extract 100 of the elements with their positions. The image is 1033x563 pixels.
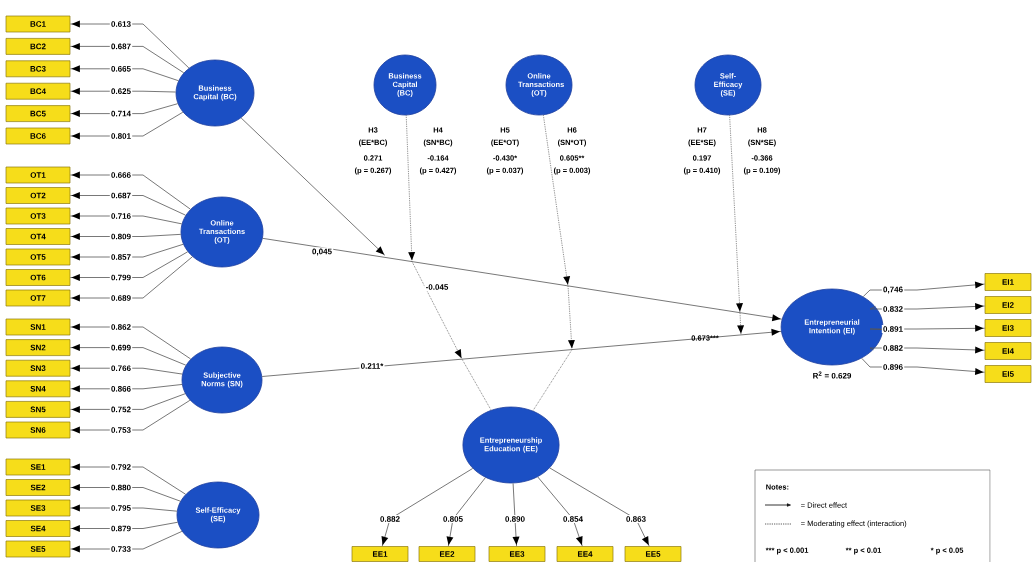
edge-label: -0.045 <box>424 282 450 292</box>
edge-label: 0.880 <box>109 483 133 492</box>
arrow <box>69 364 183 375</box>
edge-label: 0.832 <box>881 304 905 314</box>
edge-label: 0.689 <box>109 293 133 303</box>
arrow <box>69 103 179 118</box>
indicator-box: OT7 <box>5 289 71 307</box>
edge-label: 0.896 <box>881 362 905 372</box>
arrow <box>869 346 986 354</box>
edge-label: 0.805 <box>441 515 465 524</box>
arrow <box>549 467 650 547</box>
indicator-box: SE5 <box>5 540 71 558</box>
indicator-box: BC5 <box>5 105 71 122</box>
edge-label: 0.879 <box>109 524 133 533</box>
arrow <box>69 463 186 495</box>
indicator-box: OT1 <box>5 166 71 184</box>
indicator-box: SN1 <box>5 318 71 336</box>
arrow <box>69 504 178 512</box>
arrow <box>69 192 186 216</box>
arrow <box>869 302 986 310</box>
indicator-box: SN2 <box>5 339 71 356</box>
arrow <box>262 237 783 322</box>
edge-label: 0,746 <box>881 285 905 295</box>
edge-label: 0.666 <box>109 170 133 180</box>
indicator-box: EI5 <box>984 365 1032 383</box>
edge-label: 0.795 <box>109 503 133 513</box>
indicator-box: SN5 <box>5 401 71 418</box>
edge-label: 0.687 <box>109 42 133 51</box>
indicator-box: OT6 <box>5 269 71 286</box>
indicator-box: BC6 <box>5 127 71 145</box>
edge-label: 0.866 <box>109 384 133 393</box>
edge-label: 0.801 <box>109 131 133 141</box>
indicator-box: EE2 <box>418 546 476 562</box>
r-squared-text: R$^{2}$ = 0.629 <box>813 371 852 379</box>
indicator-box: BC1 <box>5 15 71 33</box>
edge-label: 0.211* <box>359 362 385 371</box>
indicator-box: BC3 <box>5 60 71 78</box>
arrow <box>69 65 179 82</box>
arrow <box>69 87 176 95</box>
arrow <box>69 384 183 393</box>
edge-label: 0.753 <box>109 425 133 435</box>
indicator-box: OT3 <box>5 207 71 225</box>
indicator-box: SN3 <box>5 359 71 377</box>
edge-label: 0.857 <box>109 252 133 262</box>
indicator-box: SE3 <box>5 499 71 517</box>
edge-label: 0.809 <box>109 232 133 241</box>
arrow <box>869 324 986 332</box>
arrow <box>69 171 191 210</box>
indicator-box: EE1 <box>351 546 409 562</box>
arrow <box>69 233 182 240</box>
indicator-box: BC4 <box>5 82 71 100</box>
arrow <box>446 477 486 547</box>
edge-label: 0.882 <box>881 343 905 353</box>
edge-label: 0.665 <box>109 64 133 73</box>
arrow <box>537 476 583 547</box>
arrow <box>69 521 178 532</box>
edge-label: 0.687 <box>109 191 133 200</box>
arrow <box>69 256 193 302</box>
indicator-box: EI4 <box>984 342 1032 360</box>
indicator-box: SN6 <box>5 421 71 439</box>
edge-label: 0.625 <box>109 87 133 96</box>
edge-label: 0.714 <box>109 109 133 118</box>
indicator-box: OT2 <box>5 187 71 204</box>
indicator-box: OT5 <box>5 248 71 266</box>
edge-label: 0.752 <box>109 405 133 414</box>
indicator-box: EI3 <box>984 319 1032 337</box>
edge-label: 0.699 <box>109 343 133 352</box>
indicator-box: BC2 <box>5 38 71 55</box>
indicator-box: SE1 <box>5 458 71 476</box>
indicator-box: SN4 <box>5 380 71 398</box>
arrow <box>69 111 184 140</box>
arrow <box>405 114 492 411</box>
edge-label: 0.792 <box>109 462 133 472</box>
arrow <box>240 117 386 256</box>
arrow <box>729 114 745 336</box>
arrow <box>862 281 986 297</box>
arrow <box>69 20 190 69</box>
edge-label: 0,045 <box>310 247 334 257</box>
indicator-box: EI2 <box>984 296 1032 314</box>
arrow <box>69 484 181 502</box>
indicator-box: SE4 <box>5 520 71 537</box>
indicator-box: EI1 <box>984 273 1032 291</box>
arrow <box>261 328 782 377</box>
indicator-box: SE2 <box>5 479 71 496</box>
arrow <box>69 393 186 413</box>
edge-label: 0.862 <box>109 322 133 332</box>
edge-label: 0.716 <box>109 211 133 221</box>
arrow <box>69 530 183 553</box>
arrow <box>69 251 189 281</box>
edge-label: 0.799 <box>109 273 133 282</box>
indicator-box: EE3 <box>488 546 546 562</box>
edge-label: 0.613 <box>109 19 133 29</box>
arrow <box>69 212 183 225</box>
edge-label: 0.890 <box>503 515 527 524</box>
arrow <box>69 42 185 74</box>
edge-label: 0.891 <box>881 324 905 334</box>
indicator-box: EE5 <box>624 546 682 562</box>
arrow <box>69 399 191 434</box>
indicator-box: OT4 <box>5 228 71 245</box>
arrow <box>69 243 184 261</box>
